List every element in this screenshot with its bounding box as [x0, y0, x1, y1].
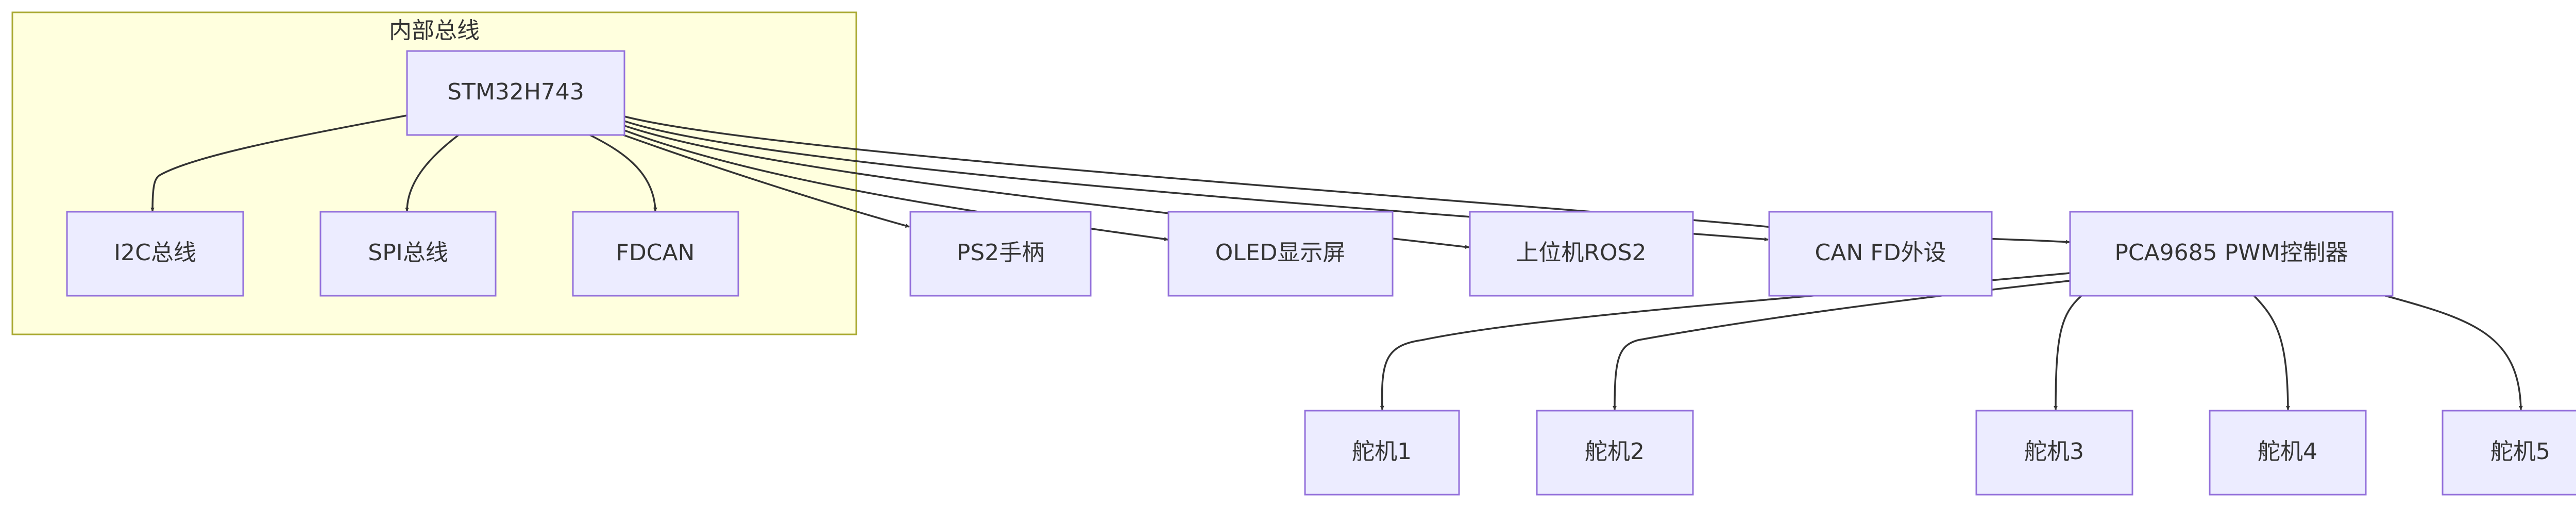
node-label: 舵机2	[1585, 438, 1645, 465]
edge-stm-ps2	[623, 134, 910, 228]
node-host-ros2: 上位机ROS2	[1469, 211, 1694, 297]
edge-pca-s4	[2253, 295, 2290, 410]
node-servo-5: 舵机5	[2442, 410, 2576, 496]
node-label: 上位机ROS2	[1516, 240, 1646, 266]
node-i2c-bus: I2C总线	[66, 211, 244, 297]
node-servo-3: 舵机3	[1975, 410, 2133, 496]
node-spi-bus: SPI总线	[319, 211, 497, 297]
node-pca9685-pwm-controller: PCA9685 PWM控制器	[2069, 211, 2394, 297]
node-label: SPI总线	[368, 240, 448, 266]
edge-stm-oled	[624, 129, 1168, 241]
node-label: OLED显示屏	[1215, 240, 1346, 266]
node-can-fd-peripheral: CAN FD外设	[1768, 211, 1993, 297]
node-stm32h743: STM32H743	[406, 50, 625, 136]
edge-pca-s2	[1613, 280, 2070, 410]
nodes: STM32H743 I2C总线 SPI总线 FDCAN PS2手柄 OLED显示…	[66, 50, 2576, 496]
node-label: CAN FD外设	[1815, 240, 1946, 266]
node-ps2-controller: PS2手柄	[909, 211, 1092, 297]
node-servo-2: 舵机2	[1536, 410, 1694, 496]
cluster-label: 内部总线	[389, 18, 480, 44]
node-servo-4: 舵机4	[2209, 410, 2367, 496]
edge-stm-spi	[405, 134, 460, 212]
node-servo-1: 舵机1	[1304, 410, 1460, 496]
node-label: FDCAN	[616, 240, 695, 266]
node-label: 舵机1	[1352, 438, 1412, 465]
node-fdcan: FDCAN	[572, 211, 739, 297]
edge-pca-s5	[2385, 295, 2523, 410]
node-label: PS2手柄	[957, 240, 1044, 266]
node-label: 舵机3	[2024, 438, 2084, 465]
edge-stm-i2c	[150, 114, 408, 212]
node-label: 舵机5	[2490, 438, 2550, 465]
edge-stm-fdcan	[589, 134, 657, 212]
node-label: STM32H743	[447, 79, 584, 105]
node-label: 舵机4	[2258, 438, 2317, 465]
node-label: PCA9685 PWM控制器	[2114, 240, 2348, 266]
node-label: I2C总线	[114, 240, 196, 266]
node-oled-display: OLED显示屏	[1167, 211, 1394, 297]
edge-pca-s3	[2054, 295, 2082, 410]
